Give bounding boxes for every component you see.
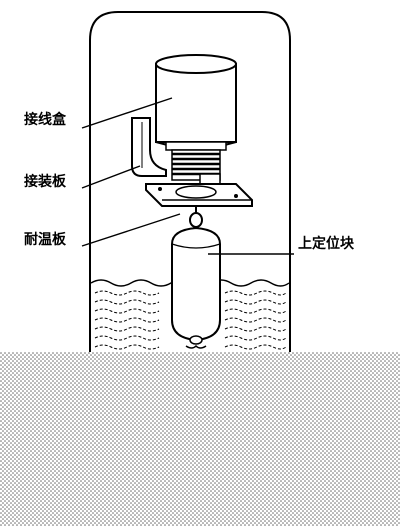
upper-ring [189, 212, 203, 228]
leader-junction-box [81, 97, 173, 129]
leader-mounting-plate [81, 165, 141, 189]
mounting-bracket [131, 117, 167, 177]
tank-outline [89, 11, 291, 352]
label-junction-box: 接线盒 [24, 111, 67, 128]
liquid-waves [94, 290, 287, 350]
junction-box [155, 54, 237, 151]
leader-heat-resistant-plate [81, 213, 181, 247]
lower-float [185, 344, 207, 349]
label-heat-resistant-plate: 耐温板 [24, 231, 67, 248]
leader-lines [81, 97, 294, 255]
label-upper-positioning-block: 上定位块 [298, 235, 355, 252]
threaded-neck [171, 149, 221, 187]
heat-resistant-plate [145, 183, 253, 207]
positioning-block [171, 226, 221, 345]
dotted-lower-region [0, 352, 400, 526]
label-mounting-plate: 接装板 [24, 173, 67, 190]
